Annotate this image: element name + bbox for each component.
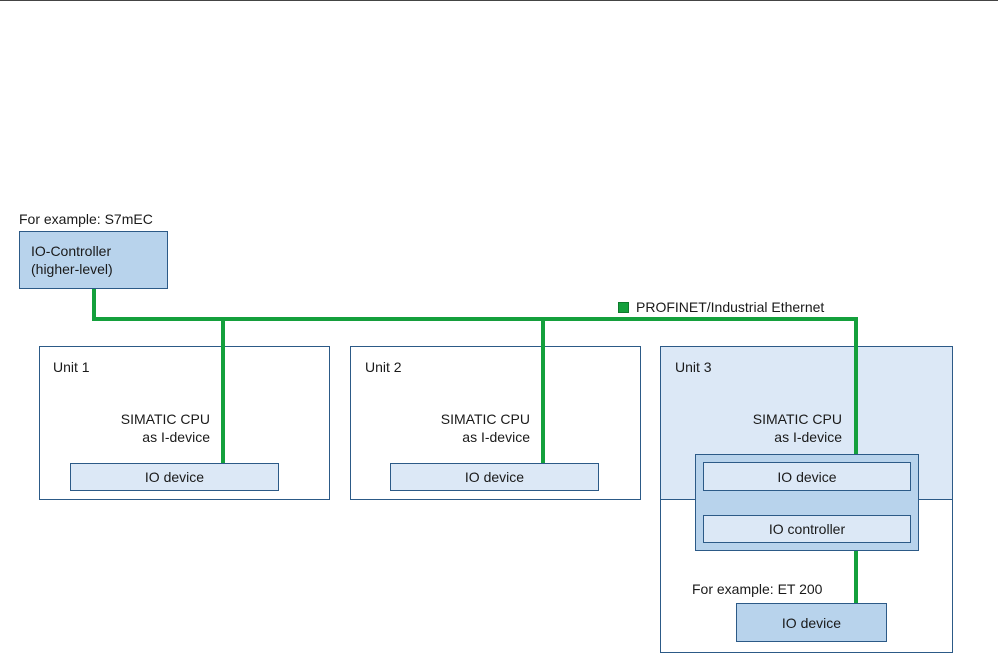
unit-2-title: Unit 2 <box>365 359 402 375</box>
unit-3-cpu-sublabel: as I-device <box>774 429 842 445</box>
controller-caption: For example: S7mEC <box>19 211 153 227</box>
controller-drop-line <box>92 289 96 321</box>
unit-2-cpu-label: SIMATIC CPU <box>440 411 530 427</box>
top-rule <box>0 0 998 1</box>
unit-3-io-device[interactable]: IO device <box>703 462 911 491</box>
unit-2-cpu-sublabel: as I-device <box>462 429 530 445</box>
unit-1-cpu-sublabel: as I-device <box>142 429 210 445</box>
unit-1-cpu-label: SIMATIC CPU <box>120 411 210 427</box>
unit-2-io-device[interactable]: IO device <box>390 463 599 491</box>
unit-1-drop-line <box>221 317 225 463</box>
unit-3-cpu-label: SIMATIC CPU <box>752 411 842 427</box>
profinet-legend-swatch <box>618 302 629 313</box>
unit-3-io-controller[interactable]: IO controller <box>703 515 911 543</box>
et200-io-device[interactable]: IO device <box>736 603 887 642</box>
io-controller-box[interactable]: IO-Controller (higher-level) <box>19 231 168 289</box>
et200-drop-line <box>854 551 858 603</box>
unit-1-io-device[interactable]: IO device <box>70 463 279 491</box>
io-controller-sublabel: (higher-level) <box>31 261 113 277</box>
profinet-legend-label: PROFINET/Industrial Ethernet <box>636 299 825 315</box>
unit-3-drop-line <box>854 317 858 454</box>
unit-1-title: Unit 1 <box>53 359 90 375</box>
unit-2-drop-line <box>541 317 545 463</box>
io-controller-label: IO-Controller <box>31 243 112 259</box>
unit-3-title: Unit 3 <box>675 359 712 375</box>
et200-caption: For example: ET 200 <box>692 581 823 597</box>
profinet-bus-line <box>92 317 858 321</box>
